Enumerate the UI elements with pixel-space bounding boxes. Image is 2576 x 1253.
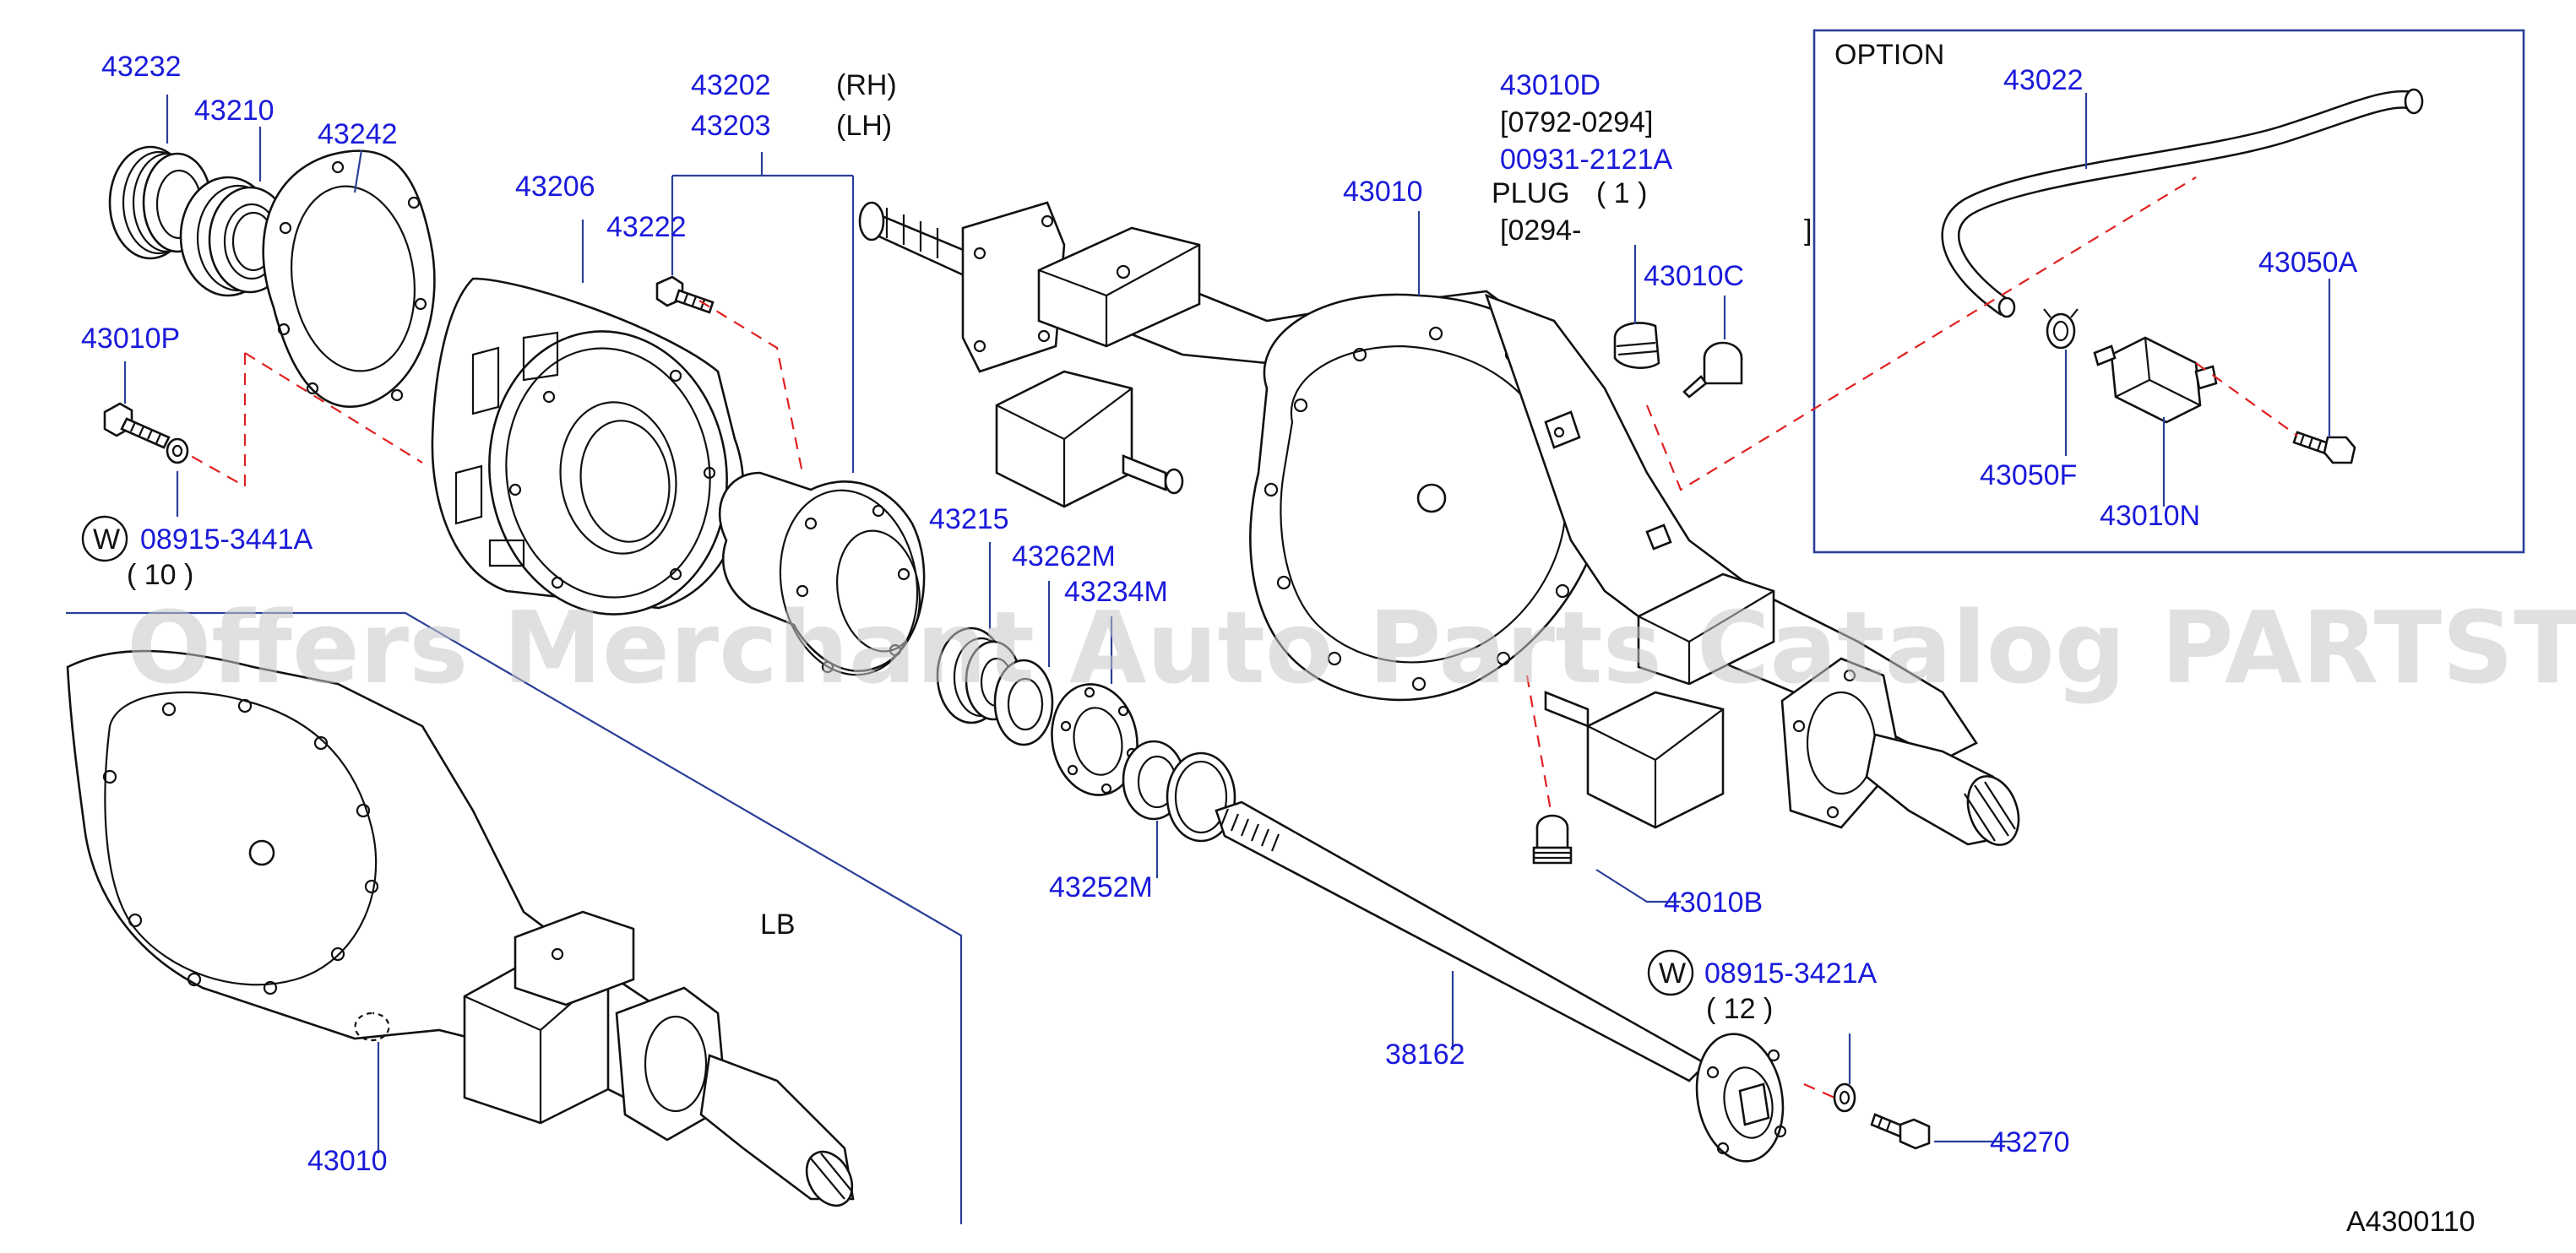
label-38162[interactable]: 38162: [1385, 1039, 1465, 1071]
lock-washer[interactable]: [166, 437, 189, 464]
label-43215[interactable]: 43215: [929, 503, 1009, 535]
label-43010D[interactable]: 43010D: [1500, 69, 1600, 101]
washer-callout-2: W: [1647, 949, 1694, 996]
watermark: Offers Merchant Auto Parts Catalog PARTS…: [127, 589, 2576, 706]
label-08915-3441A-qty: ( 10 ): [127, 559, 193, 591]
drain-plug[interactable]: [1613, 322, 1660, 369]
label-plug: PLUG: [1492, 177, 1570, 209]
option-box-frame: [1812, 29, 2525, 554]
hub-bolt[interactable]: [655, 275, 715, 314]
hose-clip[interactable]: [2043, 308, 2079, 350]
axle-housing[interactable]: [858, 201, 2028, 852]
brake-drum[interactable]: [431, 277, 745, 630]
spacer-ring[interactable]: [993, 659, 1054, 746]
cover-bolt[interactable]: [103, 402, 171, 449]
leader-lines: [66, 93, 2331, 1224]
label-43242[interactable]: 43242: [318, 118, 398, 150]
label-08915-3421A-qty: ( 12 ): [1706, 993, 1773, 1025]
option-box-title: OPTION: [1834, 39, 1944, 71]
lock-nut[interactable]: [1043, 677, 1145, 801]
label-43234M[interactable]: 43234M: [1064, 576, 1168, 608]
label-43252M[interactable]: 43252M: [1049, 871, 1153, 903]
part-labels: 43232 43210 43242 43202 (RH) 43203 (LH) …: [81, 51, 2475, 1238]
label-43010B[interactable]: 43010B: [1664, 887, 1763, 919]
label-43222[interactable]: 43222: [606, 211, 687, 243]
label-43203[interactable]: 43203: [691, 110, 771, 142]
shaft-bolt[interactable]: [1870, 1113, 1931, 1150]
label-plug-date-end: ]: [1804, 214, 1812, 247]
label-lb: LB: [760, 909, 796, 941]
label-43203-side: (LH): [836, 110, 892, 142]
label-43202-side: (RH): [836, 69, 897, 101]
label-43010N[interactable]: 43010N: [2100, 500, 2200, 532]
diagram-code: A4300110: [2346, 1206, 2475, 1238]
shaft-lock-washer[interactable]: [1833, 1082, 1856, 1113]
fill-plug[interactable]: [1532, 814, 1573, 865]
axle-breather[interactable]: [1682, 341, 1743, 399]
label-08915-3421A[interactable]: 08915-3421A: [1704, 957, 1878, 990]
label-43010C[interactable]: 43010C: [1644, 260, 1744, 292]
label-00931-2121A[interactable]: 00931-2121A: [1500, 144, 1673, 176]
label-43206[interactable]: 43206: [515, 171, 595, 203]
label-43010-bottom[interactable]: 43010: [307, 1145, 388, 1177]
label-plug-qty: ( 1 ): [1596, 177, 1647, 209]
assembly-dashed-lines: [190, 176, 2298, 1099]
axle-hub[interactable]: [718, 471, 932, 686]
label-43210[interactable]: 43210: [194, 95, 274, 127]
axle-shaft[interactable]: [1215, 800, 1792, 1169]
outer-bearing[interactable]: [1122, 740, 1236, 843]
label-43010P[interactable]: 43010P: [81, 323, 180, 355]
washer-symbol-1: W: [93, 523, 120, 556]
washer-symbol-2: W: [1659, 957, 1686, 990]
hose-bracket[interactable]: [2093, 336, 2218, 424]
hub-gasket[interactable]: [250, 142, 453, 416]
label-43022[interactable]: 43022: [2003, 64, 2084, 96]
label-43010-top[interactable]: 43010: [1343, 176, 1423, 208]
label-08915-3441A[interactable]: 08915-3441A: [140, 523, 313, 556]
option-box: OPTION: [1812, 29, 2525, 554]
label-43010D-date: [0792-0294]: [1500, 106, 1654, 138]
lb-axle-housing[interactable]: [66, 649, 861, 1213]
label-43202[interactable]: 43202: [691, 69, 771, 101]
breather-hose[interactable]: [1941, 88, 2424, 318]
label-43050A[interactable]: 43050A: [2258, 247, 2358, 279]
label-43262M[interactable]: 43262M: [1012, 540, 1116, 572]
bracket-bolt[interactable]: [2292, 431, 2356, 464]
label-43270[interactable]: 43270: [1990, 1126, 2070, 1158]
washer-callout-1: W: [81, 515, 128, 562]
label-43232[interactable]: 43232: [101, 51, 182, 83]
label-plug-date: [0294-: [1500, 214, 1581, 247]
label-43050F[interactable]: 43050F: [1980, 459, 2077, 491]
